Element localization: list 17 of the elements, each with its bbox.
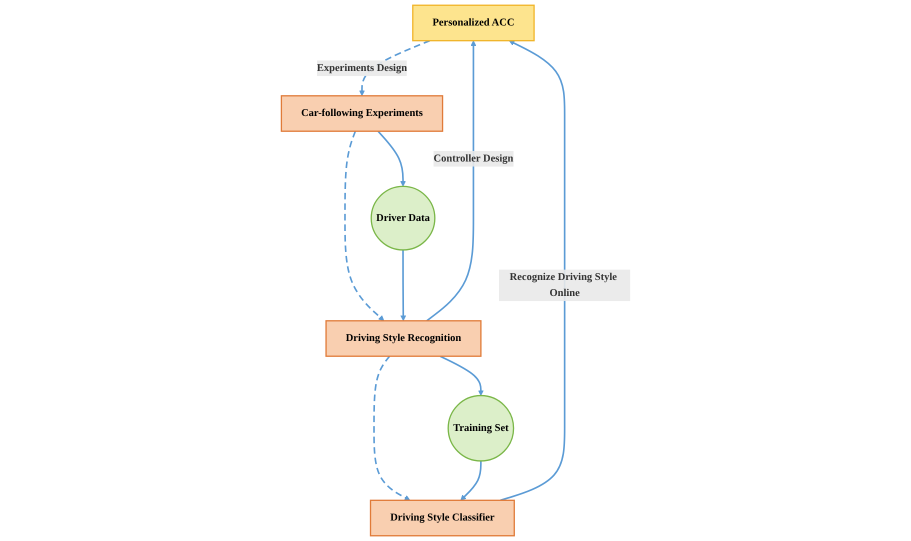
node-circle: Training Set — [447, 394, 514, 462]
node-box: Driving Style Classifier — [370, 500, 515, 536]
arrow — [372, 356, 410, 501]
node-circle: Driver Data — [370, 186, 436, 251]
arrow — [377, 130, 406, 187]
arrow — [344, 130, 384, 322]
edge-label: Controller Design — [433, 152, 514, 164]
node-box: Driving Style Recognition — [325, 320, 482, 357]
node-box: Car-following Experiments — [280, 95, 443, 132]
arrow — [500, 40, 566, 502]
arrow — [460, 460, 482, 501]
arrow — [426, 40, 476, 322]
node-box: Personalized ACC — [412, 4, 534, 42]
arrow — [439, 355, 484, 396]
edge-label: Experiments Design — [316, 62, 407, 74]
arrow — [400, 250, 406, 322]
edge-label: Recognize Driving Style Online — [509, 272, 617, 298]
